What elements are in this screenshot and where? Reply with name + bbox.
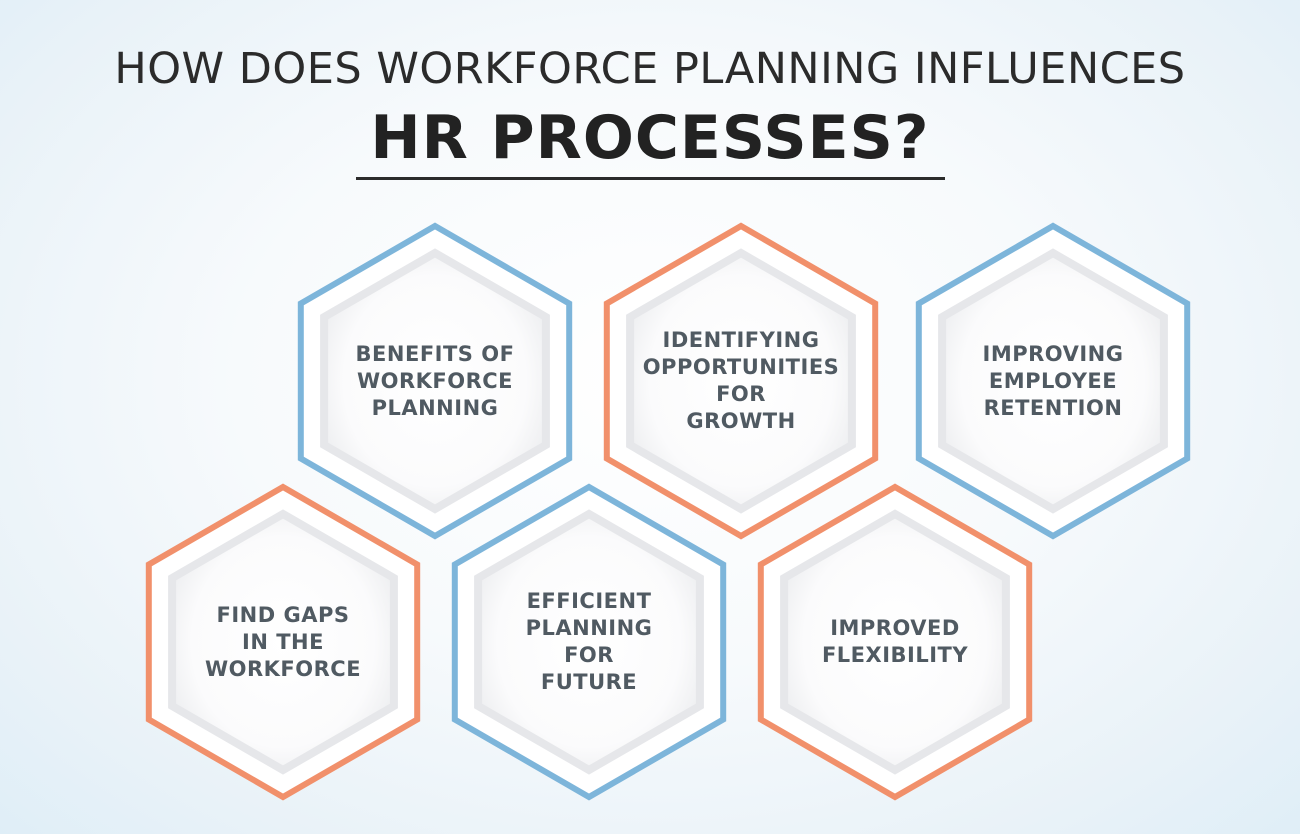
hexagon-shape <box>603 222 879 540</box>
hexagon-shape <box>145 483 421 801</box>
hexagon-flexibility: IMPROVED FLEXIBILITY <box>754 483 1036 801</box>
hexagon-shape <box>297 222 573 540</box>
hexagon-label: IMPROVING EMPLOYEE RETENTION <box>982 341 1124 420</box>
hexagon-inner-panel <box>474 509 704 775</box>
hexagon-inner-panel <box>626 248 856 514</box>
hexagon-benefits: BENEFITS OF WORKFORCE PLANNING <box>294 222 576 540</box>
hexagon-label: EFFICIENT PLANNING FOR FUTURE <box>525 589 653 694</box>
hexagon-retention: IMPROVING EMPLOYEE RETENTION <box>912 222 1194 540</box>
hexagon-shape <box>915 222 1191 540</box>
hexagon-label: FIND GAPS IN THE WORKFORCE <box>204 602 362 681</box>
hexagon-inner-panel <box>320 248 550 514</box>
title-underline <box>356 177 945 180</box>
hexagon-gaps: FIND GAPS IN THE WORKFORCE <box>142 483 424 801</box>
hexagon-inner-panel <box>780 509 1010 775</box>
title-line-1: HOW DOES WORKFORCE PLANNING INFLUENCES <box>114 44 1186 94</box>
hexagon-opportunities: IDENTIFYING OPPORTUNITIES FOR GROWTH <box>600 222 882 540</box>
hexagon-planning: EFFICIENT PLANNING FOR FUTURE <box>448 483 730 801</box>
hexagon-inner-panel <box>938 248 1168 514</box>
hexagon-label: IMPROVED FLEXIBILITY <box>821 616 969 667</box>
hexagon-shape <box>451 483 727 801</box>
hexagon-shape <box>757 483 1033 801</box>
hexagon-label: IDENTIFYING OPPORTUNITIES FOR GROWTH <box>642 328 840 433</box>
title-line-2: HR PROCESSES? <box>370 103 930 173</box>
hexagon-label: BENEFITS OF WORKFORCE PLANNING <box>355 341 515 420</box>
hexagon-inner-panel <box>168 509 398 775</box>
